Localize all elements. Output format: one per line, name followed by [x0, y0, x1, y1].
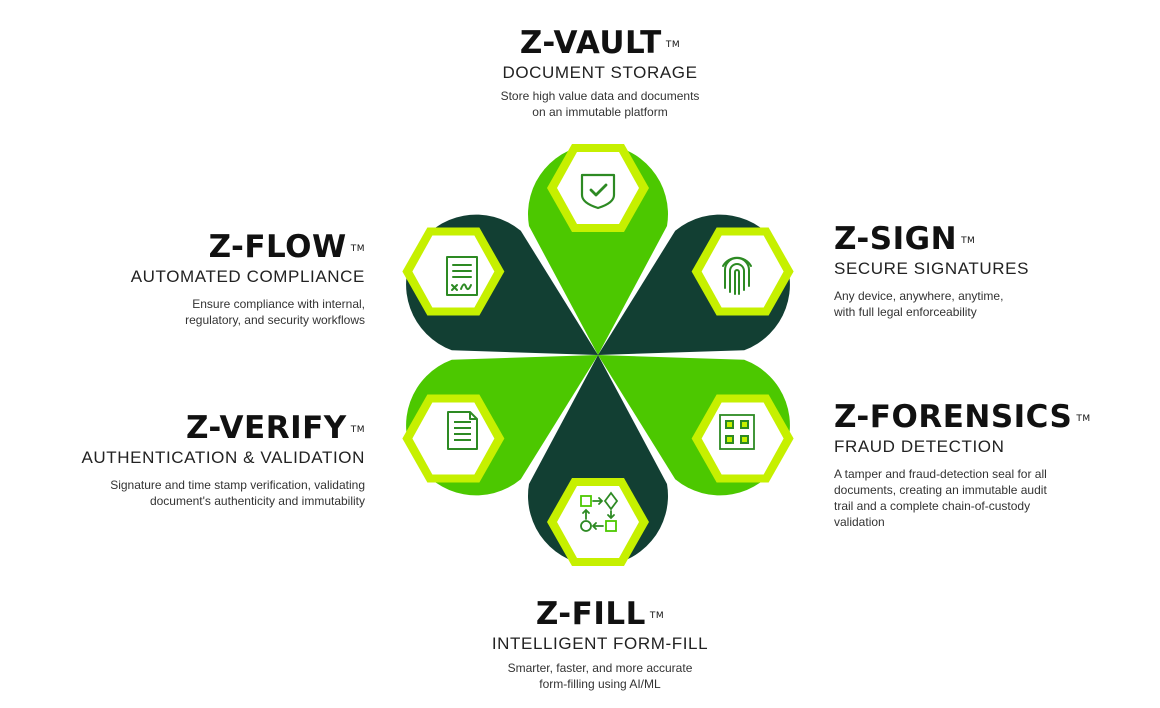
petal-forensics — [598, 355, 794, 496]
sign-subtitle: SECURE SIGNATURES — [834, 259, 1030, 278]
verify-description: Signature and time stamp verification, v… — [110, 478, 365, 508]
fingerprint-icon — [722, 256, 752, 295]
petal-sign-hex-inner — [701, 235, 784, 308]
petal-vault — [528, 144, 668, 355]
sign-description: Any device, anywhere, anytime,with full … — [834, 289, 1004, 319]
flowchart-icon — [580, 491, 619, 532]
petal-fill — [528, 355, 668, 566]
verify-subtitle: AUTHENTICATION & VALIDATION — [81, 448, 365, 467]
signed-document-icon — [446, 256, 478, 296]
petal-verify — [402, 355, 598, 496]
forensics-description: A tamper and fraud-detection seal for al… — [834, 467, 1047, 529]
document-lines-icon — [447, 411, 478, 450]
petal-vault-hex-inner — [557, 152, 639, 224]
fill-subtitle: INTELLIGENT FORM-FILL — [491, 634, 709, 653]
petal-sign — [598, 214, 794, 355]
petal-verify-hex-inner — [412, 402, 495, 475]
flow-subtitle: AUTOMATED COMPLIANCE — [130, 267, 365, 286]
qr-code-icon — [719, 414, 755, 450]
forensics-subtitle: FRAUD DETECTION — [834, 437, 1005, 456]
flow-description: Ensure compliance with internal,regulato… — [185, 297, 365, 327]
vault-subtitle: DOCUMENT STORAGE — [502, 63, 698, 82]
shield-check-icon — [580, 173, 616, 210]
petal-fill-hex-inner — [557, 486, 639, 558]
